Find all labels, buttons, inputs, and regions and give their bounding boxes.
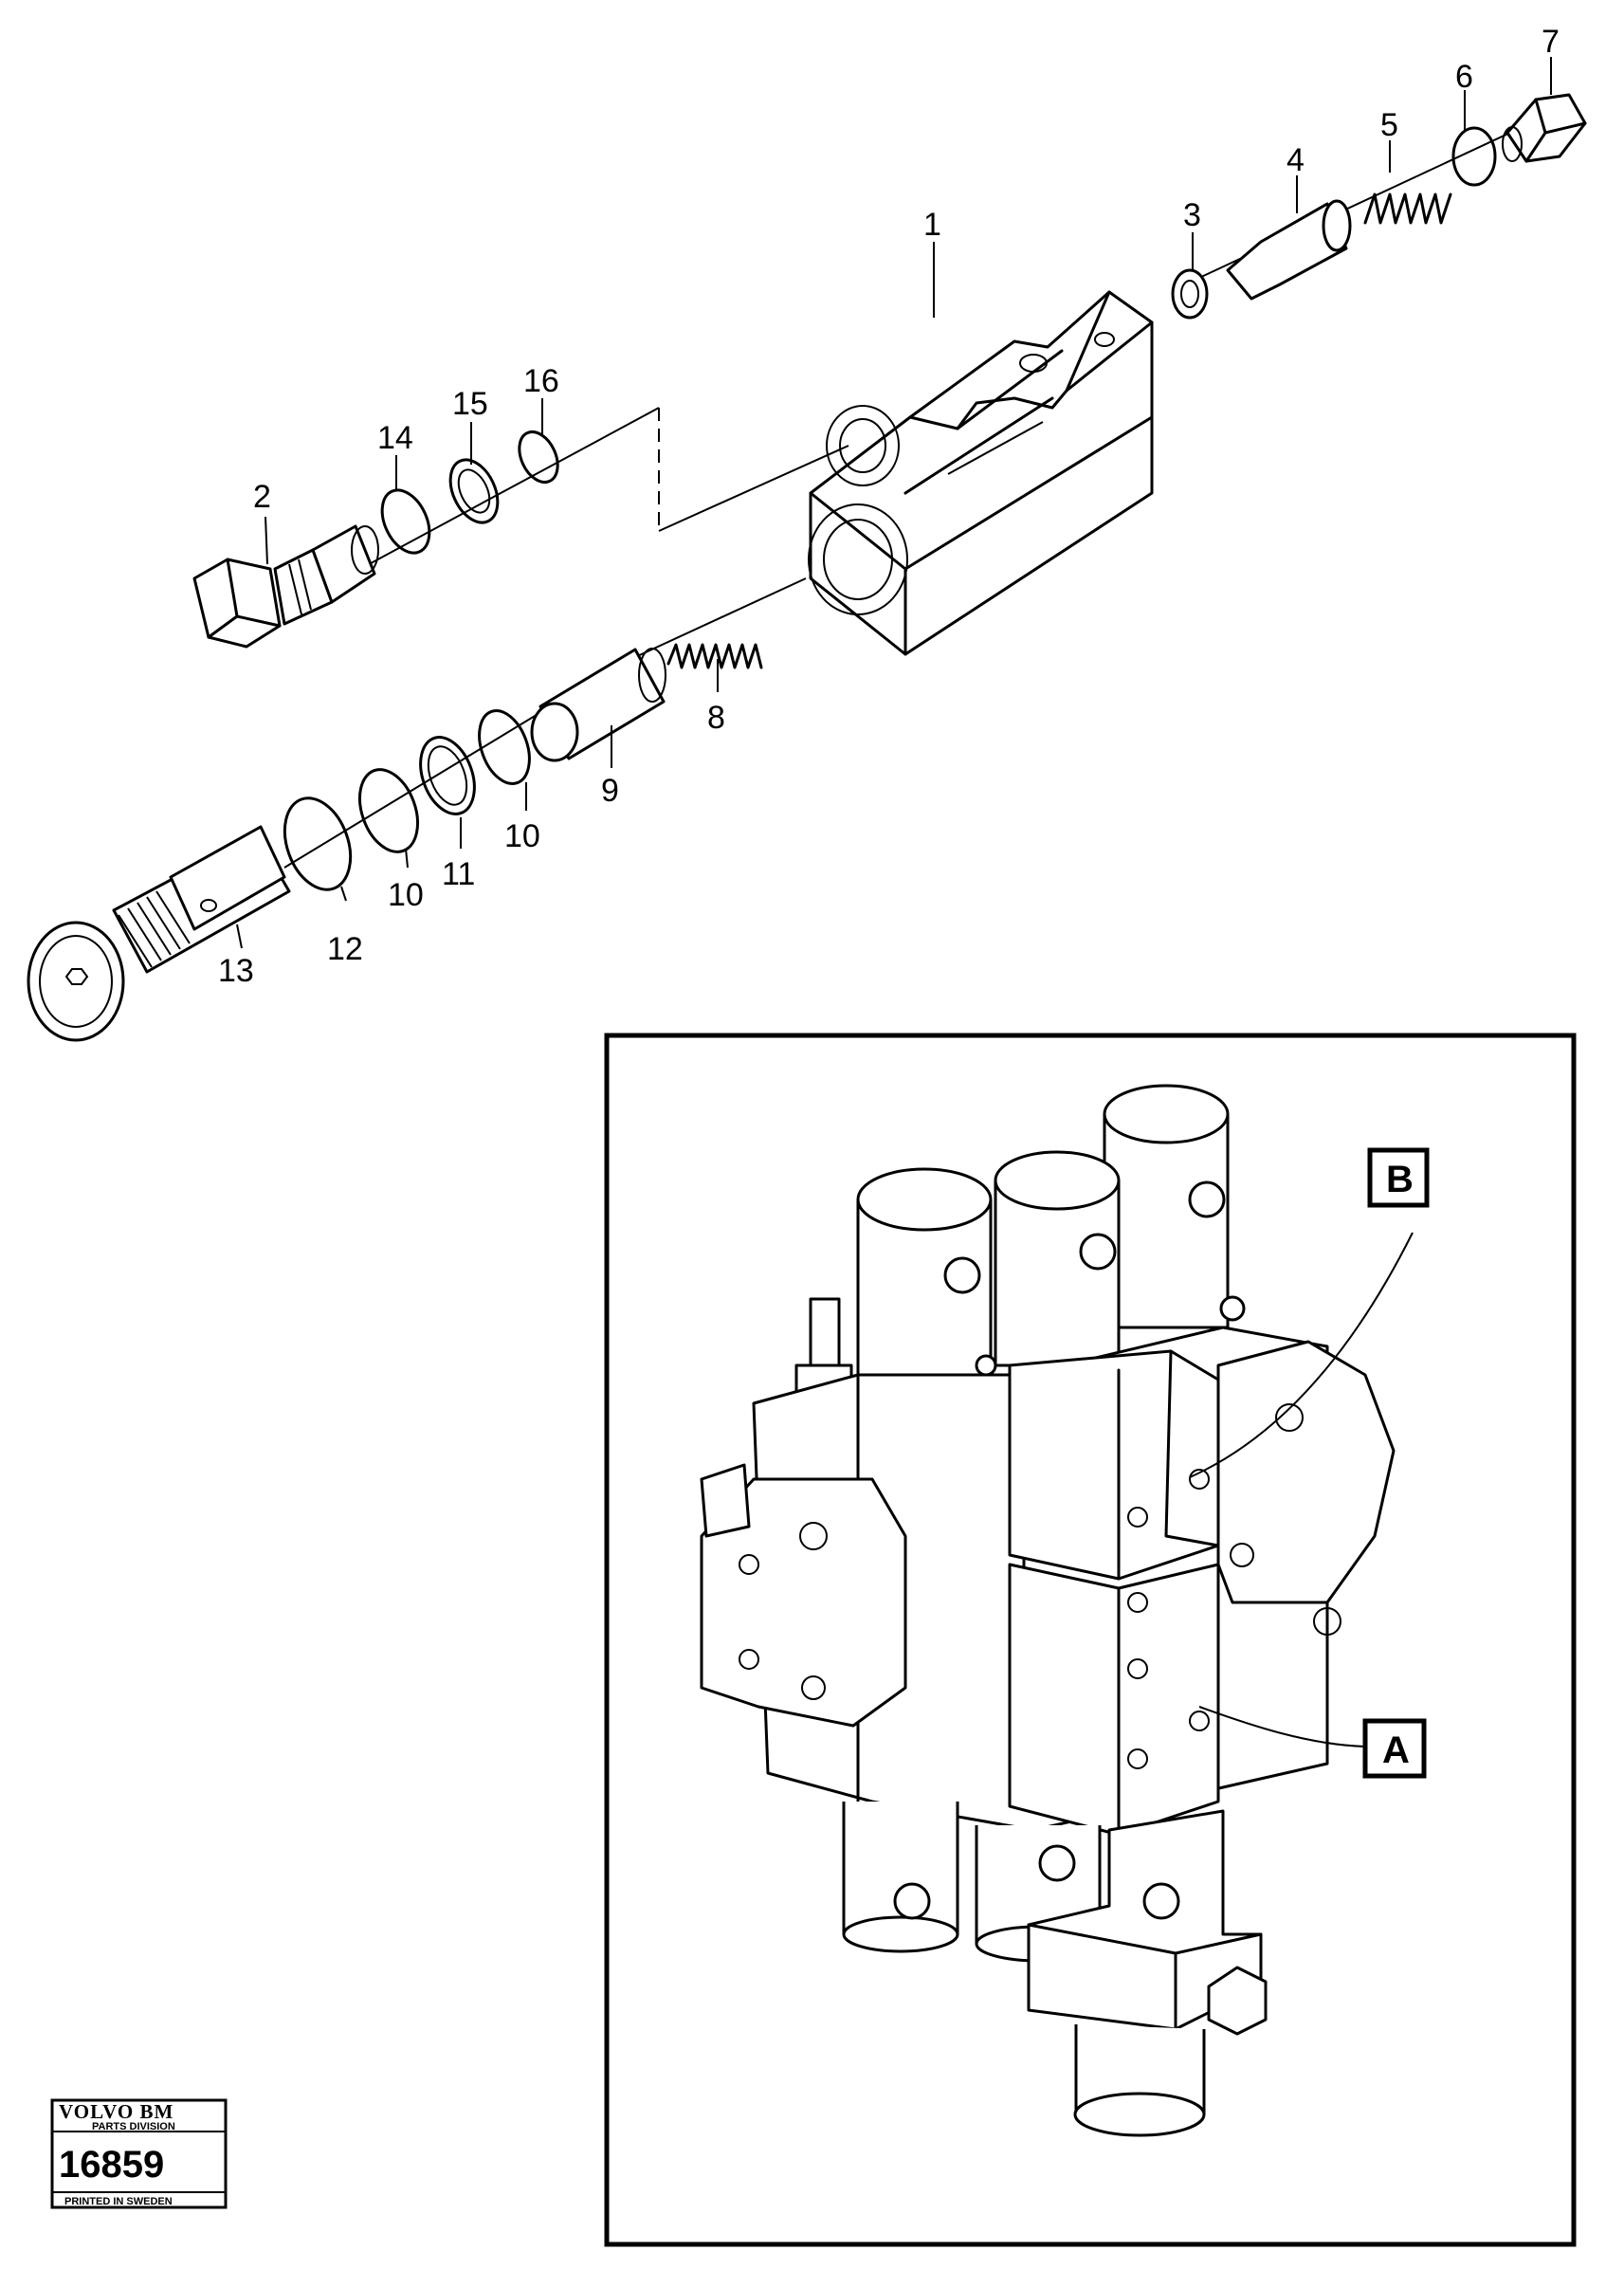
o-ring-part-10-upper bbox=[478, 709, 531, 785]
callout-2: 2 bbox=[253, 479, 271, 515]
label-b: B bbox=[1386, 1159, 1414, 1200]
spring-part-8 bbox=[666, 643, 763, 669]
callout-3: 3 bbox=[1183, 197, 1201, 233]
label-a-box bbox=[1362, 1718, 1427, 1779]
stamp-printed: PRINTED IN SWEDEN bbox=[64, 2196, 173, 2207]
o-ring-part-16 bbox=[518, 430, 559, 484]
plug-part-7 bbox=[1502, 93, 1587, 163]
inset-frame bbox=[604, 1033, 1577, 2247]
callout-8: 8 bbox=[707, 700, 725, 736]
ring-part-11 bbox=[419, 736, 476, 815]
o-ring-part-12 bbox=[283, 796, 353, 891]
o-ring-part-6 bbox=[1451, 126, 1497, 187]
callout-10-lower: 10 bbox=[388, 877, 424, 913]
o-ring-part-10-lower bbox=[358, 768, 419, 853]
piston-part-9 bbox=[530, 648, 666, 762]
insert-part-3 bbox=[1171, 268, 1209, 320]
callout-10-upper: 10 bbox=[504, 818, 540, 854]
valve-body-part-1 bbox=[808, 290, 1154, 656]
cartridge-part-13 bbox=[27, 825, 291, 1042]
callout-leaders bbox=[236, 57, 1552, 949]
label-b-box bbox=[1367, 1147, 1430, 1208]
callout-13: 13 bbox=[218, 953, 254, 989]
washer-part-15 bbox=[448, 458, 500, 524]
assembly-inset: B A bbox=[604, 1033, 1577, 2247]
callout-4: 4 bbox=[1286, 142, 1305, 178]
callout-11: 11 bbox=[442, 856, 475, 892]
callout-1: 1 bbox=[923, 207, 941, 243]
callout-15: 15 bbox=[452, 386, 488, 422]
stamp-number: 16859 bbox=[59, 2144, 164, 2186]
callout-14: 14 bbox=[377, 420, 413, 456]
callout-numbers: 1 2 3 4 5 6 7 8 9 10 11 10 12 13 14 15 1… bbox=[218, 24, 1560, 989]
callout-16: 16 bbox=[523, 363, 559, 399]
label-a: A bbox=[1382, 1729, 1410, 1771]
plug-part-2 bbox=[192, 524, 379, 649]
callout-7: 7 bbox=[1542, 24, 1560, 60]
callout-12: 12 bbox=[327, 931, 363, 967]
stamp-division: PARTS DIVISION bbox=[92, 2121, 175, 2132]
poppet-part-4 bbox=[1226, 199, 1352, 301]
callout-6: 6 bbox=[1455, 59, 1473, 95]
spring-part-5 bbox=[1363, 192, 1452, 225]
stamp-brand: VOLVO BM bbox=[59, 2100, 173, 2123]
o-ring-part-14 bbox=[380, 488, 431, 555]
callout-5: 5 bbox=[1380, 107, 1398, 143]
callout-9: 9 bbox=[601, 773, 619, 809]
parts-division-stamp: VOLVO BM PARTS DIVISION 16859 PRINTED IN… bbox=[50, 2098, 228, 2209]
